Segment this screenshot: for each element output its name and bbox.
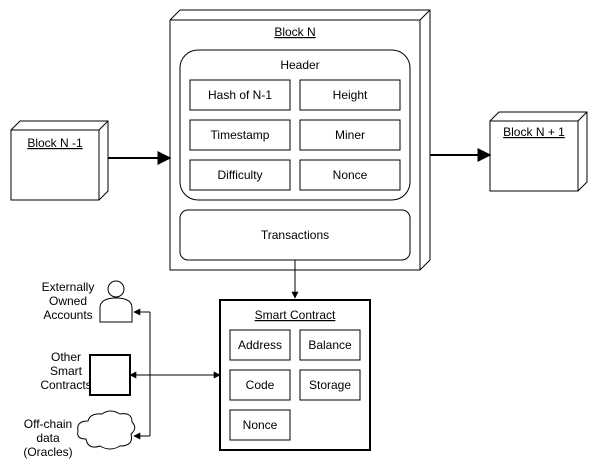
header-field-box xyxy=(189,79,291,111)
header-field-box xyxy=(299,119,401,151)
other-contracts-actor: Other Smart Contracts xyxy=(40,350,131,396)
other-contracts-label-line: Smart xyxy=(50,364,83,378)
prev-block-node: Block N -1 xyxy=(10,120,109,201)
header-field-timestamp: Timestamp xyxy=(211,128,270,142)
user-icon xyxy=(99,280,133,323)
next-block-node: Block N + 1 xyxy=(489,111,588,192)
oracles-label-line: data xyxy=(36,431,60,445)
header-field-box xyxy=(299,79,401,111)
header-title: Header xyxy=(280,58,319,72)
eoa-actor: Externally Owned Accounts xyxy=(42,280,133,323)
smart-contract-title: Smart Contract xyxy=(255,308,336,322)
header-field-box xyxy=(299,159,401,191)
header-field-box xyxy=(189,119,291,151)
header-field-hash: Hash of N-1 xyxy=(208,88,272,102)
oracles-label-line: Off-chain xyxy=(24,417,72,431)
other-contracts-label-line: Other xyxy=(51,350,81,364)
eoa-label-line: Owned xyxy=(49,294,87,308)
cloud-icon xyxy=(77,410,136,450)
square-icon xyxy=(89,354,131,396)
transactions-label: Transactions xyxy=(261,228,329,242)
contract-field-box xyxy=(229,329,291,361)
other-contracts-label-line: Contracts xyxy=(40,378,91,392)
header-field-nonce: Nonce xyxy=(333,168,368,182)
contract-field-address: Address xyxy=(238,338,282,352)
eoa-label-line: Accounts xyxy=(43,308,92,322)
contract-field-nonce: Nonce xyxy=(243,418,278,432)
next-block-label: Block N + 1 xyxy=(503,125,565,139)
contract-field-box xyxy=(299,329,361,361)
eoa-label-line: Externally xyxy=(42,280,95,294)
contract-field-box xyxy=(299,369,361,401)
oracles-actor: Off-chain data (Oracles) xyxy=(23,410,136,459)
smart-contract-node: Smart Contract Address Balance Code Stor… xyxy=(219,299,371,451)
header-field-difficulty: Difficulty xyxy=(217,168,262,182)
contract-field-storage: Storage xyxy=(309,378,351,392)
contract-field-box xyxy=(229,409,291,441)
contract-field-code: Code xyxy=(246,378,275,392)
header-field-height: Height xyxy=(333,88,368,102)
oracles-label-line: (Oracles) xyxy=(23,445,72,459)
block-n-node: Block N Header Hash of N-1 Height Timest… xyxy=(169,9,431,271)
contract-field-balance: Balance xyxy=(308,338,352,352)
header-field-miner: Miner xyxy=(335,128,365,142)
block-n-title: Block N xyxy=(274,25,315,39)
prev-block-label: Block N -1 xyxy=(27,136,83,150)
header-field-box xyxy=(189,159,291,191)
contract-field-box xyxy=(229,369,291,401)
